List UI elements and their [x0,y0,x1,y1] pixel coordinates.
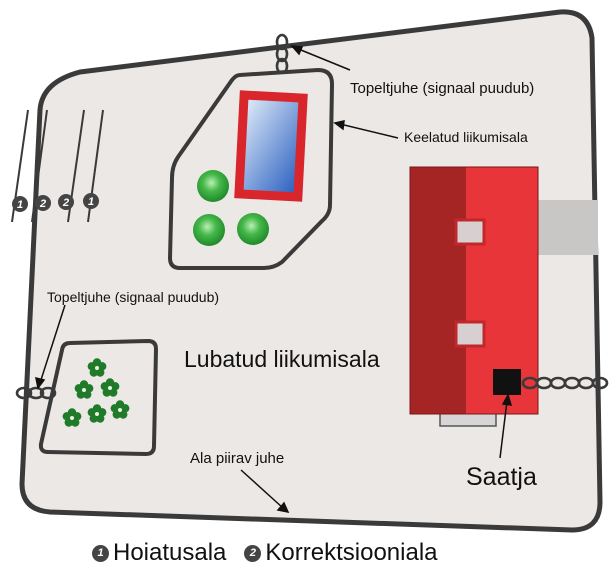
legend-label: Hoiatusala [113,539,227,566]
zone-marker-4: 1 [88,196,94,208]
legend-item-correction-zone: 2 Korrektsiooniala [244,539,438,567]
legend-badge: 1 [92,544,109,562]
shrub-2 [193,214,225,246]
zone-marker-2: 2 [39,198,46,210]
legend-badge: 2 [244,544,262,562]
window-1 [454,218,486,246]
zone-marker-3: 2 [62,197,69,209]
label-forbidden-area: Keelatud liikumisala [404,129,528,145]
label-sender: Saatja [466,463,537,491]
legend-item-warning-zone: 1 Hoiatusala [92,539,226,567]
arrow-double-wire-top [295,47,351,71]
arrow-forbidden-area [339,123,399,139]
pond [243,99,299,193]
zone-marker-1: 1 [17,199,23,211]
sender-unit [493,369,521,395]
house [409,166,539,415]
zone-markers: 1 2 2 1 [12,193,99,212]
annotation-arrows [35,45,513,514]
label-boundary-wire: Ala piirav juhe [190,450,285,467]
window-2 [454,320,486,348]
arrow-boundary-wire [240,469,284,509]
shrub-3 [237,213,269,245]
sender-cable [521,376,609,390]
label-allowed-area: Lubatud liikumisala [184,346,380,372]
shrub-1 [197,170,229,202]
walkway [536,200,598,255]
arrow-sender [499,400,508,459]
legend-label: Korrektsiooniala [265,539,438,566]
label-double-wire-left: Topeltjuhe (signaal puudub) [47,289,220,305]
label-double-wire-top: Topeltjuhe (signaal puudub) [350,80,535,97]
arrow-double-wire-left [39,304,66,384]
legend: 1 Hoiatusala 2 Korrektsiooniala [92,538,438,568]
double-wire-left [15,386,57,400]
